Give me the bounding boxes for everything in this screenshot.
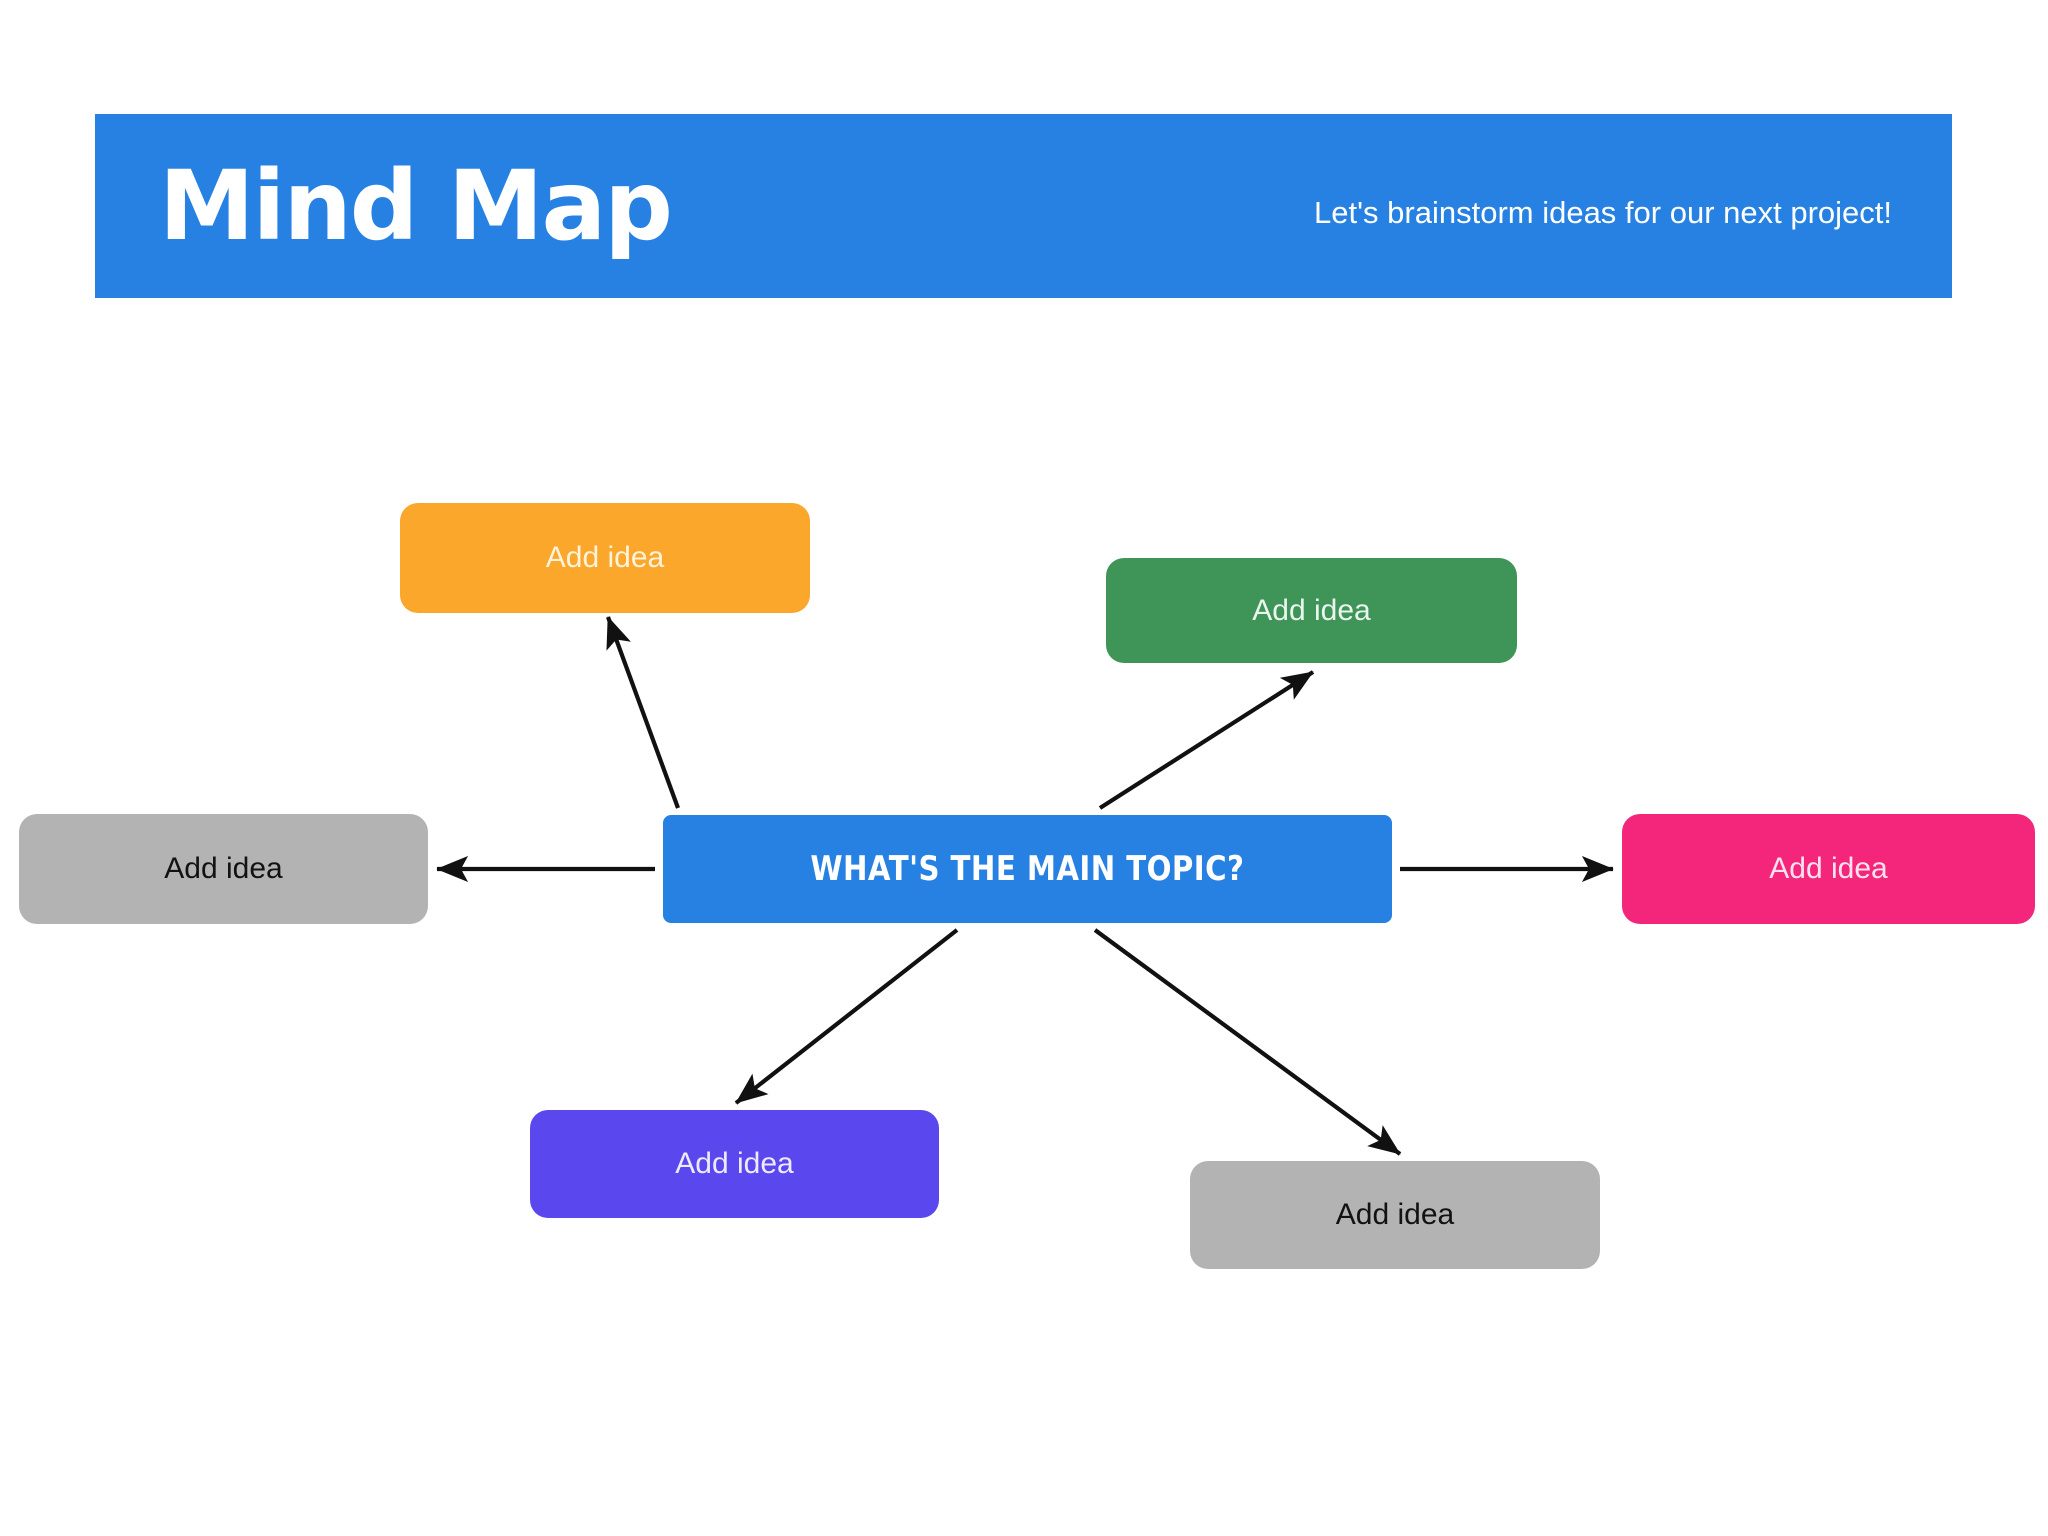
mind-map-branch-purple-label: Add idea (675, 1147, 794, 1180)
mind-map-branch-gray-bottom-label: Add idea (1335, 1198, 1455, 1231)
mind-map-branch-pink-label: Add idea (1769, 852, 1888, 885)
mind-map-branch-gray-bottom[interactable]: Add idea (1190, 1161, 1600, 1269)
connector-center-to-purple (734, 928, 959, 1105)
mind-map-branch-gray-left-label: Add idea (164, 852, 283, 885)
mind-map-branch-pink[interactable]: Add idea (1622, 814, 2035, 924)
page-title: Mind Map (159, 150, 673, 262)
mind-map-branch-gray-left[interactable]: Add idea (19, 814, 428, 924)
header-subtitle: Let's brainstorm ideas for our next proj… (1314, 195, 1892, 230)
mind-map-branch-orange[interactable]: Add idea (400, 503, 810, 613)
connector-center-to-orange (606, 616, 680, 809)
mind-map-center-node[interactable]: WHAT'S THE MAIN TOPIC? (663, 815, 1392, 923)
mind-map-center-label: WHAT'S THE MAIN TOPIC? (810, 849, 1245, 889)
connector-center-to-gray-bottom (1093, 928, 1402, 1156)
mind-map-branch-orange-label: Add idea (545, 541, 665, 574)
header-bar: Mind Map Let's brainstorm ideas for our … (95, 114, 1952, 298)
mind-map-branch-green[interactable]: Add idea (1106, 558, 1517, 663)
mind-map-branch-green-label: Add idea (1252, 593, 1371, 627)
mind-map-branch-purple[interactable]: Add idea (530, 1110, 939, 1218)
connector-center-to-green (1098, 670, 1315, 810)
